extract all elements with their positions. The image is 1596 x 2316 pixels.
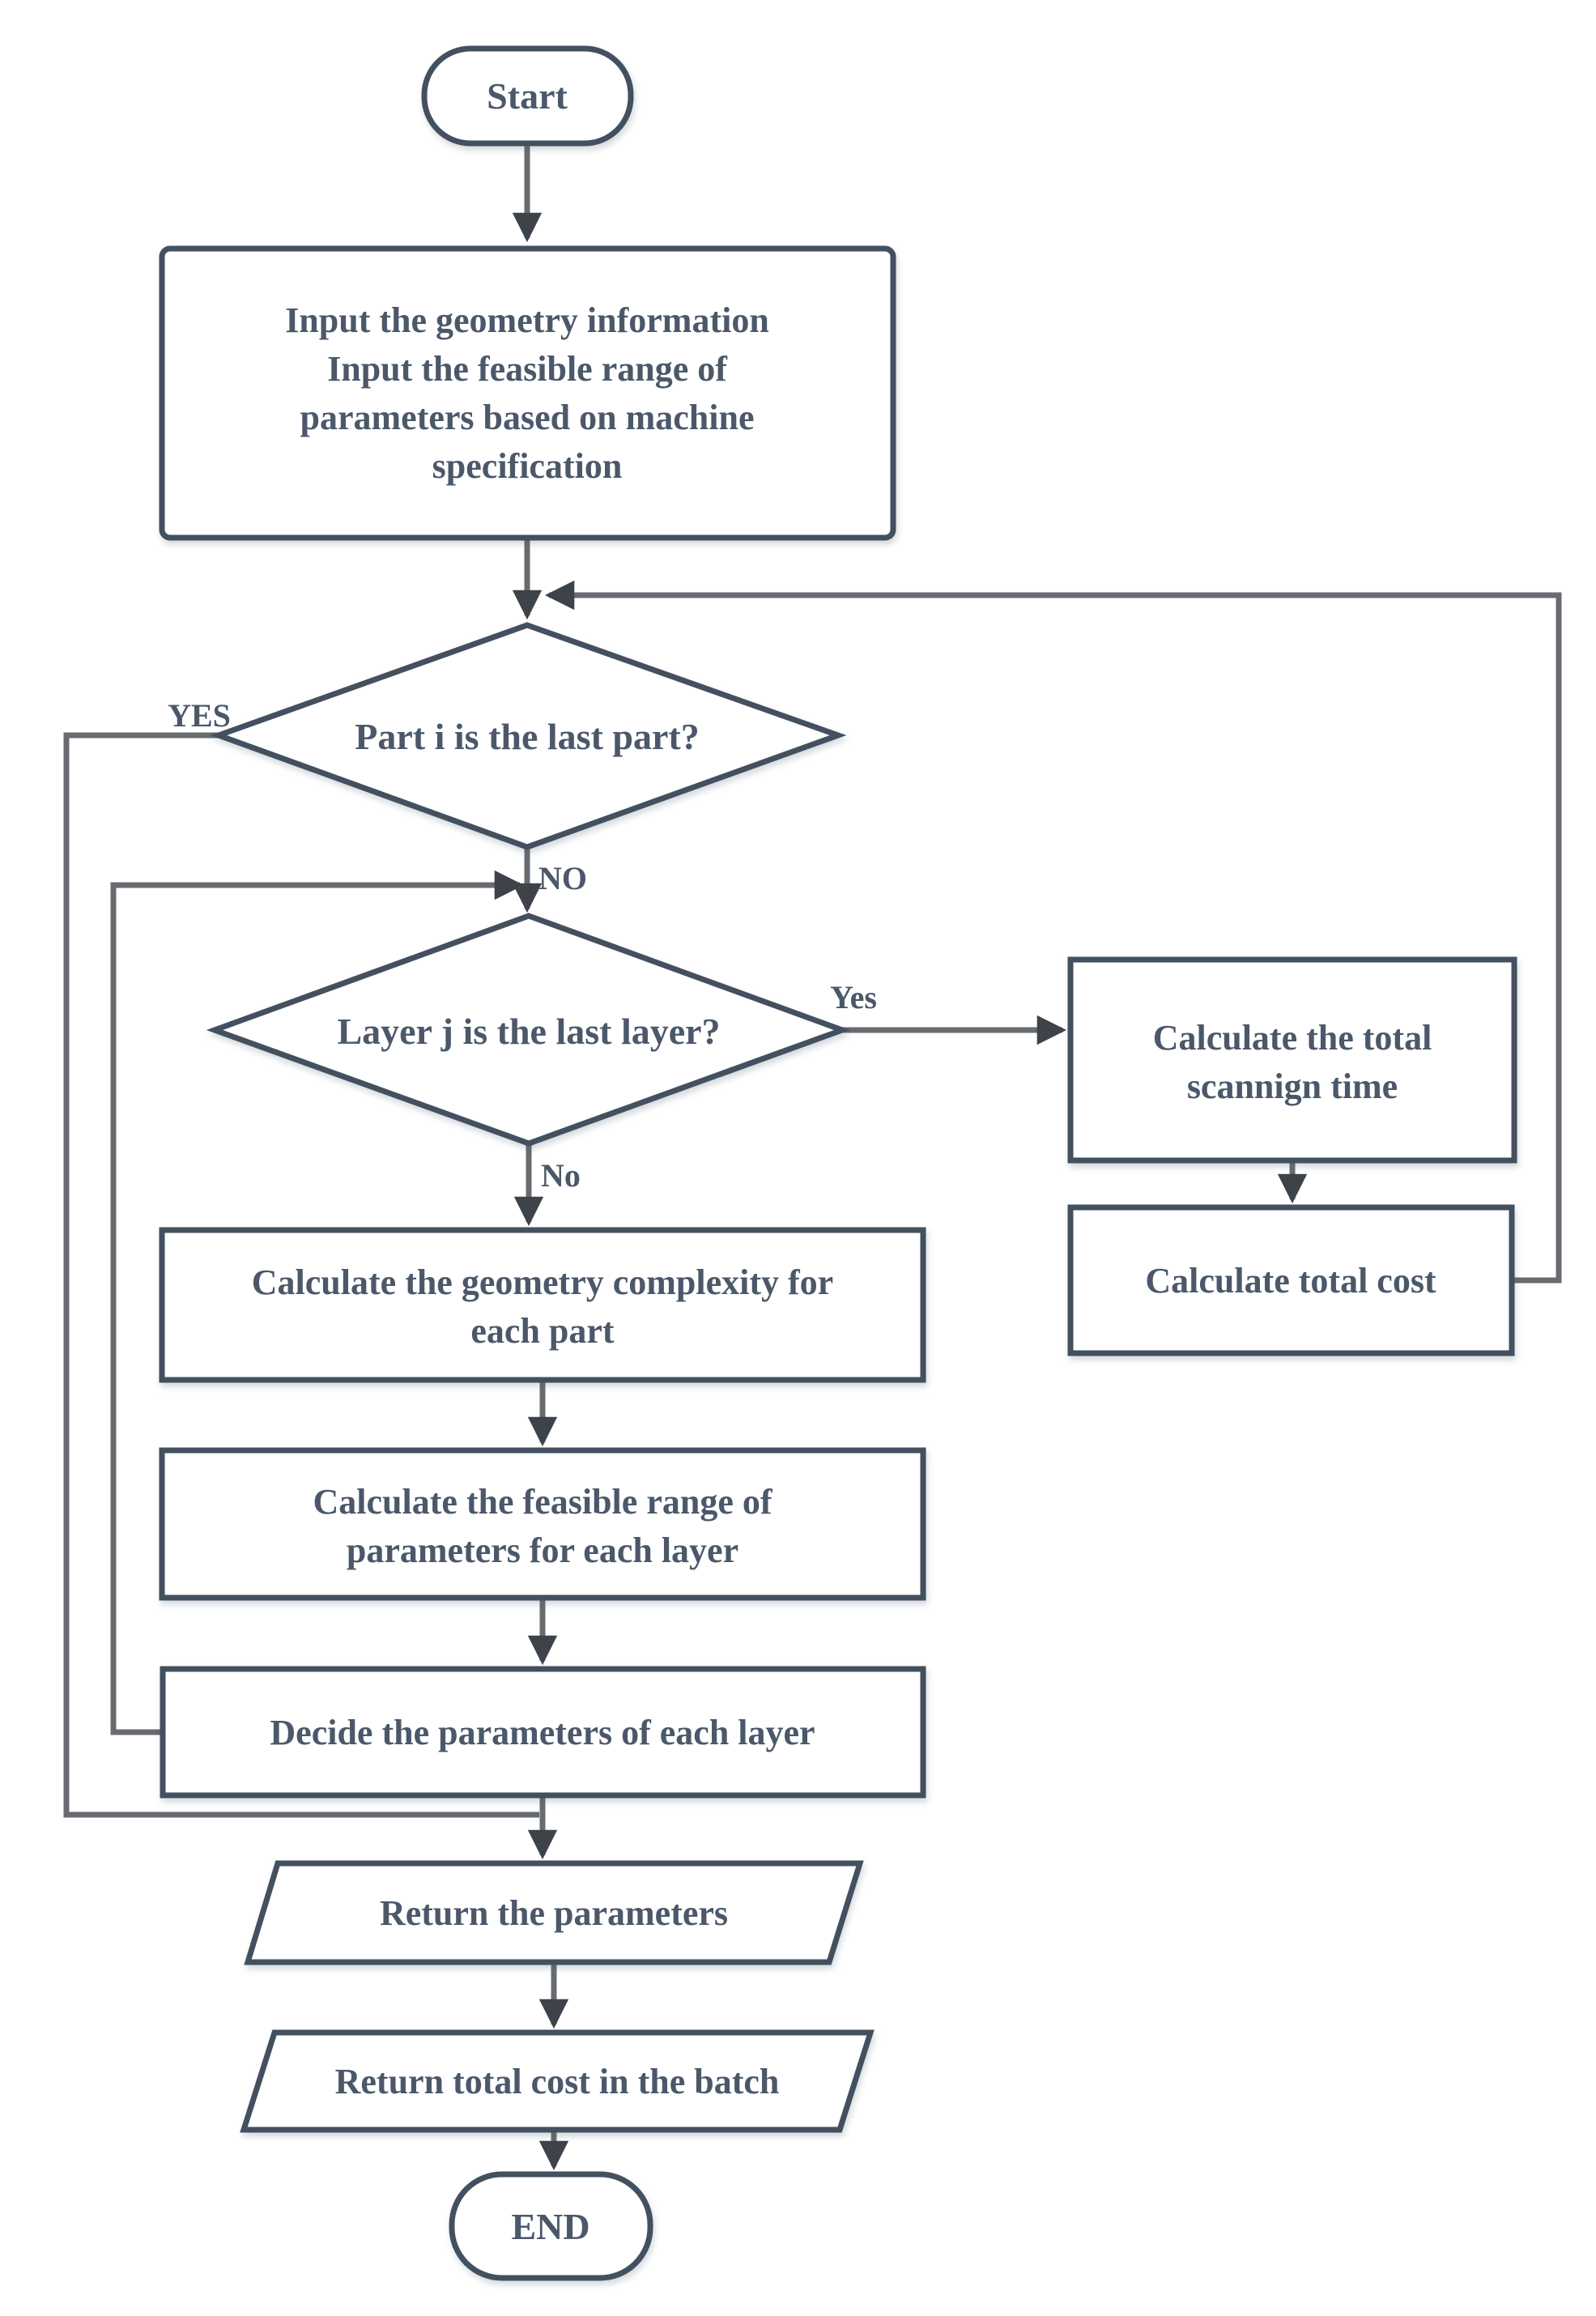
node-start: Start <box>421 45 634 147</box>
node-end: END <box>449 2171 653 2281</box>
input-label-line1: Input the geometry information <box>285 300 769 340</box>
return-total-cost-parallelogram-shape <box>240 2029 875 2133</box>
edge-labels: YES NO Yes No <box>168 697 877 1194</box>
part-decision-diamond-shape <box>210 622 847 850</box>
label-part-no: NO <box>538 860 587 896</box>
edges <box>63 146 1562 2171</box>
total-cost-box-shape <box>1067 1204 1515 1356</box>
label-layer-yes: Yes <box>830 979 877 1015</box>
geometry-complexity-box-shape <box>159 1227 926 1383</box>
label-layer-no: No <box>541 1157 581 1194</box>
start-label: Start <box>487 75 568 117</box>
node-layer-decision: Layer j is the last layer? <box>206 913 851 1147</box>
feasible-range-label-line2: parameters for each layer <box>347 1531 738 1570</box>
layer-decision-diamond-shape <box>206 913 851 1147</box>
node-return-parameters: Return the parameters <box>244 1860 864 1965</box>
feasible-range-box-shape <box>159 1447 926 1601</box>
scan-time-label-line1: Calculate the total <box>1153 1018 1432 1058</box>
node-feasible-range: Calculate the feasible range of paramete… <box>159 1447 926 1601</box>
decide-parameters-label: Decide the parameters of each layer <box>270 1713 815 1752</box>
node-decide-parameters: Decide the parameters of each layer <box>160 1666 926 1799</box>
input-label-line4: specification <box>432 446 623 486</box>
node-geometry-complexity: Calculate the geometry complexity for ea… <box>159 1227 926 1383</box>
node-return-total-cost: Return total cost in the batch <box>240 2029 875 2133</box>
scan-time-label-line2: scannign time <box>1187 1066 1398 1106</box>
return-parameters-label: Return the parameters <box>380 1893 728 1933</box>
node-total-cost: Calculate total cost <box>1067 1204 1515 1356</box>
feasible-range-label-line1: Calculate the feasible range of <box>313 1482 773 1522</box>
node-part-decision: Part i is the last part? <box>210 622 847 850</box>
input-box-shape <box>159 245 896 541</box>
edge-part-yes-loop <box>63 732 539 1818</box>
end-terminator-shape <box>449 2171 653 2281</box>
decide-parameters-box-shape <box>160 1666 926 1799</box>
geometry-complexity-label-line1: Calculate the geometry complexity for <box>252 1262 833 1302</box>
start-terminator-shape <box>421 45 634 147</box>
node-input: Input the geometry information Input the… <box>159 245 896 541</box>
return-parameters-parallelogram-shape <box>244 1860 864 1965</box>
part-decision-label: Part i is the last part? <box>355 716 699 757</box>
end-label: END <box>511 2206 589 2247</box>
input-label-line2: Input the feasible range of <box>327 349 728 389</box>
node-scan-time: Calculate the total scannign time <box>1067 956 1517 1164</box>
input-label-line3: parameters based on machine <box>300 398 755 437</box>
edge-total-cost-loopback <box>544 580 1562 1284</box>
layer-decision-label: Layer j is the last layer? <box>337 1011 720 1052</box>
return-total-cost-label: Return total cost in the batch <box>335 2062 780 2101</box>
scan-time-box-shape <box>1067 956 1517 1164</box>
edge-decide-loopback <box>110 870 525 1735</box>
geometry-complexity-label-line2: each part <box>470 1311 615 1351</box>
label-part-yes: YES <box>168 697 231 734</box>
total-cost-label: Calculate total cost <box>1145 1261 1436 1301</box>
